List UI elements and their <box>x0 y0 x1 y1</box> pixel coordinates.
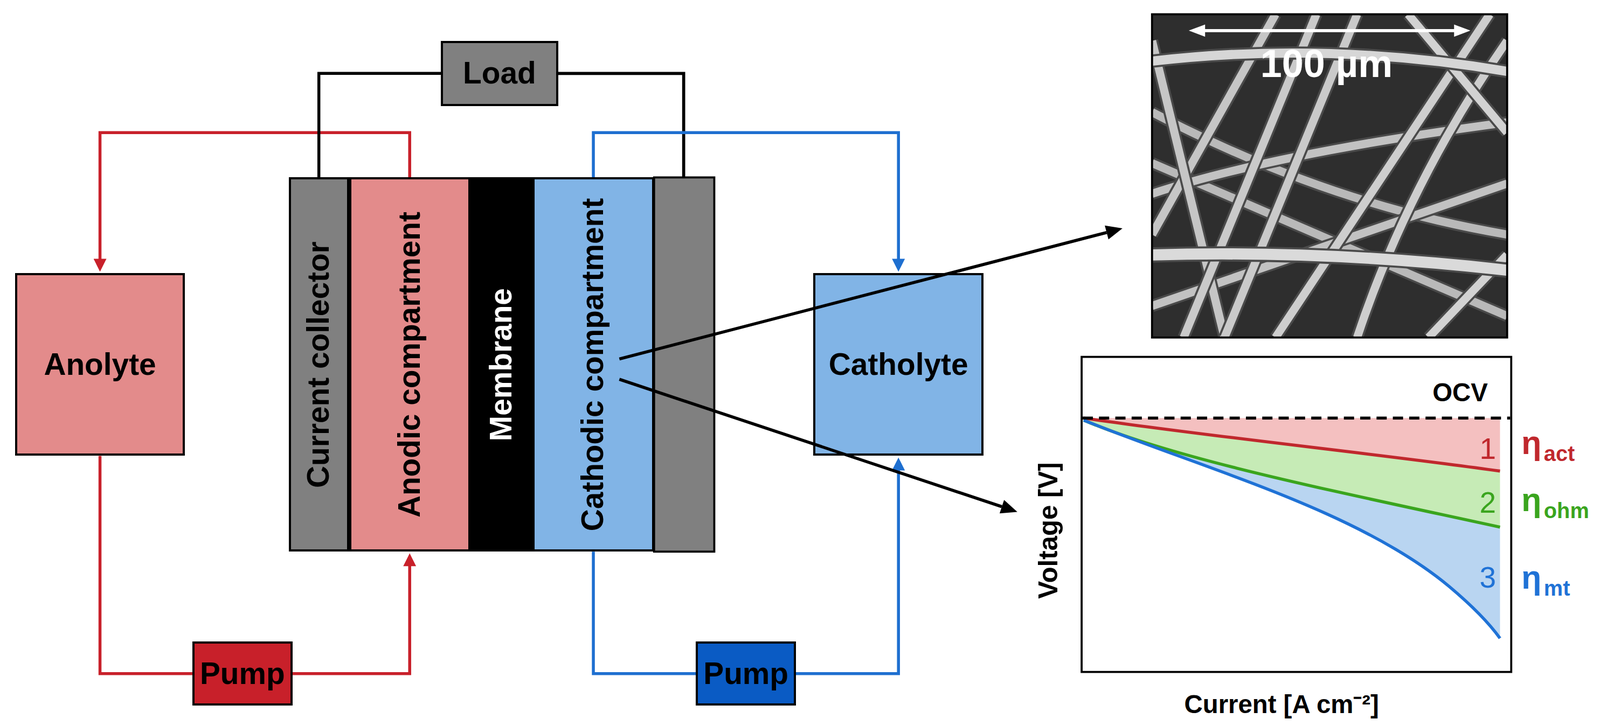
node-label: Membrane <box>483 179 521 550</box>
node-label: Catholyte <box>828 346 969 384</box>
compartment-box: Anodic compartment <box>349 177 471 552</box>
membrane-box: Membrane <box>470 177 533 552</box>
scale-bar-head <box>1453 24 1471 37</box>
fiber-mesh <box>1152 14 1508 338</box>
leader-line <box>619 379 1002 507</box>
pipe-connector <box>795 463 899 674</box>
ohmic-curve <box>1083 420 1501 528</box>
sem-image <box>1152 14 1508 338</box>
compartment-box: Cathodic compartment <box>532 177 654 552</box>
ocv-line <box>1082 416 1511 420</box>
pipe-connector <box>593 551 696 674</box>
collector-plate <box>654 177 715 552</box>
mass-transport-curve <box>1083 420 1501 639</box>
scale-bar <box>1202 29 1458 33</box>
overpotential-symbol: η <box>1521 559 1542 596</box>
callout-number: 1 <box>1479 432 1496 466</box>
ocv-label: OCV <box>1432 378 1488 407</box>
node-label: Cathodic compartment <box>575 179 612 550</box>
node-label: Anolyte <box>43 346 156 384</box>
fiber <box>1152 40 1225 338</box>
leader-head <box>1104 225 1123 240</box>
scale-bar-head <box>1188 24 1205 37</box>
pipe-connector <box>292 559 410 674</box>
polarization-chart <box>1081 357 1512 673</box>
load-box: Load <box>440 40 559 107</box>
tank-box: Anolyte <box>15 273 185 456</box>
mass-transport-area <box>1083 420 1501 639</box>
wire-connector <box>319 73 441 178</box>
wire <box>558 73 684 178</box>
callout-number: 2 <box>1479 486 1496 519</box>
axis-title: Voltage [V] <box>1033 462 1063 599</box>
sem-frame <box>1152 14 1508 338</box>
chart-frame <box>1081 357 1512 673</box>
ohmic-area <box>1083 418 1501 528</box>
sem-background <box>1152 14 1508 338</box>
overpotential-symbol: η <box>1521 424 1542 461</box>
node-label: Anodic compartment <box>391 179 428 550</box>
overpotential-subscript: ohm <box>1543 499 1590 524</box>
scale-bar-label: 100 µm <box>1260 43 1393 86</box>
fiber <box>1152 253 1508 270</box>
chart-ground <box>1081 357 1512 673</box>
node-label: Load <box>462 54 537 92</box>
pump-box: Pump <box>695 641 796 706</box>
node-label: Current collector <box>300 179 338 550</box>
callout-number: 3 <box>1479 561 1496 594</box>
leader-head <box>999 500 1018 514</box>
overpotential-symbol: η <box>1521 481 1542 518</box>
node-label: Pump <box>199 655 286 693</box>
axis-title: Current [A cm⁻²] <box>1184 690 1380 719</box>
node-label: Pump <box>703 655 789 693</box>
fiber-edge <box>1152 40 1225 338</box>
overpotential-subscript: mt <box>1543 577 1571 601</box>
pump-box: Pump <box>192 641 293 706</box>
fiber-edge <box>1152 253 1508 270</box>
pipe-connector <box>100 455 193 674</box>
leader-line <box>619 232 1107 360</box>
collector-plate: Current collector <box>288 177 350 552</box>
overpotential-subscript: act <box>1543 442 1575 467</box>
